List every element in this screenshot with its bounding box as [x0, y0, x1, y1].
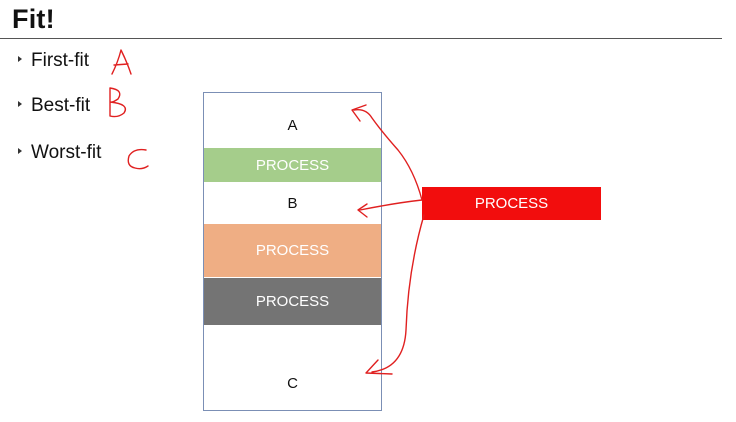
handwritten-letter-a	[111, 49, 132, 75]
process-block-gray-label: PROCESS	[255, 293, 330, 310]
bullet-triangle-icon	[18, 55, 22, 62]
bullet-label-best-fit: Best-fit	[31, 95, 91, 116]
bullet-triangle-icon	[18, 100, 22, 107]
process-block-orange-label: PROCESS	[255, 242, 330, 259]
bullet-first-fit: First-fit	[18, 50, 89, 72]
incoming-process: PROCESS	[422, 187, 601, 220]
bullet-triangle-icon	[18, 147, 22, 154]
bullet-best-fit: Best-fit	[18, 95, 90, 117]
free-block-b-label: B	[287, 194, 298, 212]
incoming-process-label: PROCESS	[474, 195, 549, 212]
free-block-c: C	[204, 363, 381, 403]
process-block-green-label: PROCESS	[255, 156, 330, 174]
memory-column: A PROCESS B PROCESS PROCESS C	[203, 92, 382, 411]
free-block-c-label: C	[287, 374, 298, 392]
free-block-b: B	[204, 183, 381, 223]
process-block-gray: PROCESS	[204, 278, 381, 325]
bullet-label-first-fit: First-fit	[31, 50, 90, 71]
process-block-orange: PROCESS	[204, 224, 381, 277]
bullet-worst-fit: Worst-fit	[18, 142, 101, 164]
free-block-a: A	[204, 103, 381, 147]
process-block-green: PROCESS	[204, 148, 381, 182]
handwritten-letter-b	[109, 87, 127, 118]
bullet-label-worst-fit: Worst-fit	[31, 142, 102, 163]
title-divider	[0, 38, 722, 39]
slide-title: Fit!	[12, 4, 55, 34]
handwritten-letter-c	[127, 148, 149, 170]
free-block-a-label: A	[287, 116, 298, 134]
